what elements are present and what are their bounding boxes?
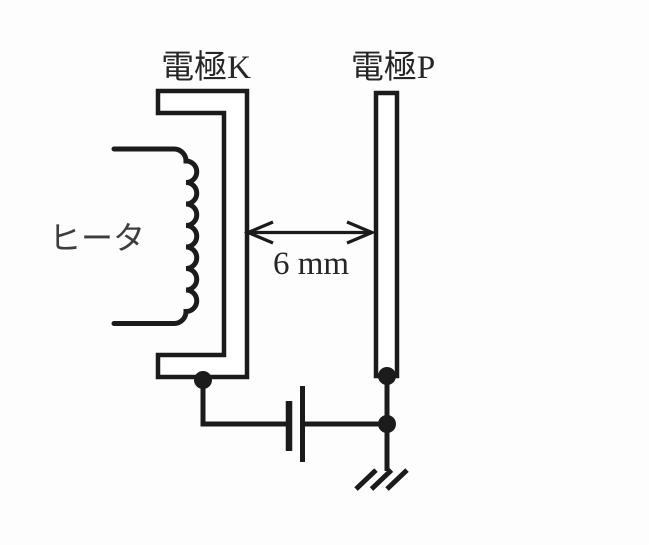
electrode-p-label: 電極P — [351, 49, 435, 86]
junction-dot — [378, 415, 396, 433]
ground-slash-2 — [369, 468, 394, 491]
terminal-dot-p — [378, 367, 396, 385]
battery-symbol — [285, 386, 305, 462]
wire-k-to-battery — [200, 380, 290, 427]
electrode-k-label: 電極K — [161, 49, 251, 86]
electrode-k-shape — [155, 88, 250, 380]
gap-dimension-arrow — [243, 220, 377, 245]
ground-slash-1 — [354, 468, 378, 491]
heater-label: ヒータ — [49, 220, 145, 256]
ground-symbol — [354, 468, 409, 491]
terminal-dot-k — [194, 371, 212, 389]
heater-coil — [111, 146, 200, 326]
gap-arrowhead-left-icon — [243, 220, 274, 245]
electrode-p-shape — [373, 90, 400, 379]
gap-distance-label: 6 mm — [273, 246, 349, 282]
ground-slash-3 — [385, 468, 409, 491]
gap-arrowhead-right-icon — [346, 220, 377, 245]
